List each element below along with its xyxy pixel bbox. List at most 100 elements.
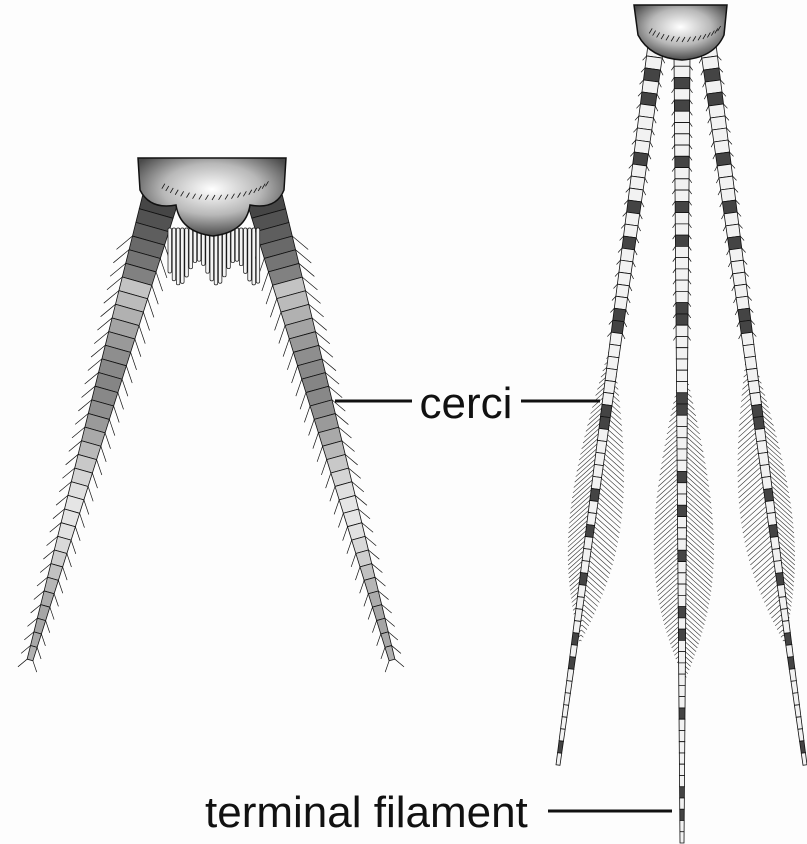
segment <box>714 140 730 154</box>
segment <box>559 729 565 742</box>
segment <box>679 730 685 741</box>
seta <box>628 298 631 303</box>
seta <box>652 130 655 135</box>
feather-seta <box>684 464 709 487</box>
feather-seta <box>684 483 712 508</box>
seta <box>300 393 306 410</box>
segment <box>599 416 610 429</box>
segment <box>582 548 591 561</box>
fringe-seta <box>244 228 248 273</box>
feather-seta <box>591 535 615 556</box>
segment <box>789 669 796 682</box>
segment <box>733 272 747 286</box>
segment <box>676 336 688 347</box>
feather-seta <box>684 607 704 625</box>
fringe-seta <box>181 228 185 283</box>
segment <box>581 561 590 574</box>
segment <box>676 348 688 359</box>
seta <box>735 310 738 315</box>
segment <box>675 123 690 134</box>
seta <box>672 190 675 194</box>
segment <box>679 708 685 719</box>
feather-seta <box>594 515 619 538</box>
segment <box>781 609 789 622</box>
segment <box>596 440 607 453</box>
segment <box>677 483 686 494</box>
segment <box>676 269 689 280</box>
feather-seta <box>744 515 769 538</box>
cerci-label: cerci <box>420 379 513 428</box>
seta <box>647 166 650 171</box>
segment <box>679 663 686 674</box>
feather-seta <box>592 525 617 547</box>
seta <box>672 123 675 127</box>
seta <box>673 314 676 318</box>
segment <box>796 717 802 730</box>
segment <box>779 597 787 610</box>
segment <box>677 415 688 426</box>
seta <box>645 178 648 183</box>
segment <box>679 685 685 696</box>
seta <box>58 580 62 593</box>
segment <box>677 460 687 471</box>
seta <box>46 621 50 633</box>
segment <box>743 344 755 357</box>
seta <box>688 269 691 273</box>
segment <box>798 729 804 742</box>
segment <box>568 657 575 670</box>
seta <box>688 336 691 340</box>
feather-seta <box>593 520 618 542</box>
fringe-seta <box>193 228 197 263</box>
feather-seta <box>685 646 695 655</box>
seta <box>292 366 298 383</box>
seta <box>689 246 692 250</box>
seta <box>148 299 154 318</box>
seta <box>313 433 318 449</box>
segment <box>377 618 389 634</box>
segment <box>782 621 790 634</box>
seta <box>690 111 693 115</box>
segment <box>676 280 689 291</box>
segment <box>631 164 646 178</box>
segment <box>774 561 783 574</box>
segment <box>620 248 634 262</box>
feather-seta <box>766 595 779 606</box>
feather-seta <box>592 530 616 552</box>
segment <box>640 92 657 106</box>
seta <box>266 285 273 304</box>
segment <box>788 657 795 670</box>
seta <box>63 567 67 580</box>
seta <box>75 527 80 541</box>
segment <box>678 573 686 584</box>
seta <box>641 202 644 207</box>
seta <box>672 179 675 183</box>
feather-seta <box>591 540 614 561</box>
feather-seta <box>738 455 762 477</box>
seta <box>377 634 381 646</box>
seta <box>355 567 360 580</box>
segment <box>677 426 687 437</box>
feather-seta <box>685 651 694 659</box>
seta <box>636 238 639 243</box>
segment <box>571 633 579 646</box>
feather-seta <box>684 597 706 617</box>
seta <box>629 286 632 291</box>
segment <box>716 152 732 166</box>
segment <box>767 512 777 525</box>
segment <box>678 629 685 640</box>
segment <box>741 332 754 345</box>
feather-seta <box>684 567 711 591</box>
segment <box>680 820 684 831</box>
segment <box>676 359 687 370</box>
feather-seta <box>750 545 772 565</box>
segment <box>372 605 384 621</box>
segment <box>679 697 685 708</box>
segment <box>721 188 736 202</box>
segment <box>677 472 687 483</box>
seta <box>118 393 124 410</box>
seta <box>287 352 293 369</box>
segment <box>760 464 770 477</box>
feather-seta <box>738 470 763 493</box>
seta <box>650 142 653 147</box>
terminal-filament-label-group: terminal filament <box>205 788 672 837</box>
